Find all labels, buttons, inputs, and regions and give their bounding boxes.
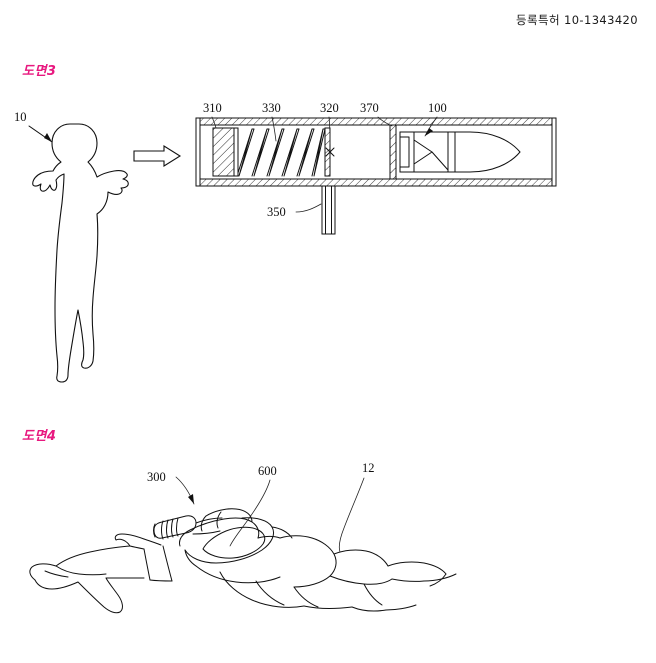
launcher-cross-section — [195, 117, 557, 235]
sleeve-garment — [195, 535, 457, 612]
vertical-port-tube — [321, 185, 336, 235]
partition-wall — [389, 124, 397, 180]
callout-370: 370 — [360, 101, 393, 127]
projectile — [399, 131, 521, 173]
piston-block — [212, 127, 236, 177]
document-header: 등록특허 10-1343420 — [516, 13, 638, 27]
glove-cuff-strap — [143, 545, 173, 582]
figure-4-label: 도면4 — [22, 429, 57, 444]
launcher-barrel — [153, 515, 223, 540]
callout-330: 330 — [262, 101, 281, 142]
tube-end-cap-left — [195, 117, 201, 187]
person-silhouette — [32, 123, 129, 383]
chamber-center-mark — [325, 147, 335, 157]
callout-300: 300 — [147, 470, 195, 505]
callout-12: 12 — [338, 461, 375, 553]
direction-arrow — [133, 145, 182, 167]
callout-320: 320 — [320, 101, 339, 145]
callout-600: 600 — [229, 464, 277, 547]
coil-spring — [233, 127, 331, 177]
callout-350: 350 — [267, 203, 322, 219]
callout-300-text: 300 — [147, 470, 166, 484]
callout-600-text: 600 — [258, 464, 277, 478]
tube-end-cap-right — [551, 117, 557, 187]
callout-10: 10 — [14, 110, 53, 143]
tube-wall-bottom — [195, 178, 557, 187]
hand-forearm — [29, 533, 162, 614]
figure-3-label: 도면3 — [22, 64, 57, 79]
callout-330-text: 330 — [262, 101, 281, 115]
callout-12-text: 12 — [362, 461, 375, 475]
figure-4-drawing: 300 600 12 — [29, 461, 457, 614]
tube-wall-top — [195, 117, 557, 126]
housing-body — [179, 508, 293, 567]
callout-370-text: 370 — [360, 101, 379, 115]
spring-seat — [324, 127, 331, 177]
callout-310-text: 310 — [203, 101, 222, 115]
callout-320-text: 320 — [320, 101, 339, 115]
callout-10-text: 10 — [14, 110, 27, 124]
callout-310: 310 — [203, 101, 222, 129]
callout-350-text: 350 — [267, 205, 286, 219]
callout-100-text: 100 — [428, 101, 447, 115]
callout-100: 100 — [424, 101, 447, 137]
figure-3-drawing: 10 — [14, 101, 557, 383]
